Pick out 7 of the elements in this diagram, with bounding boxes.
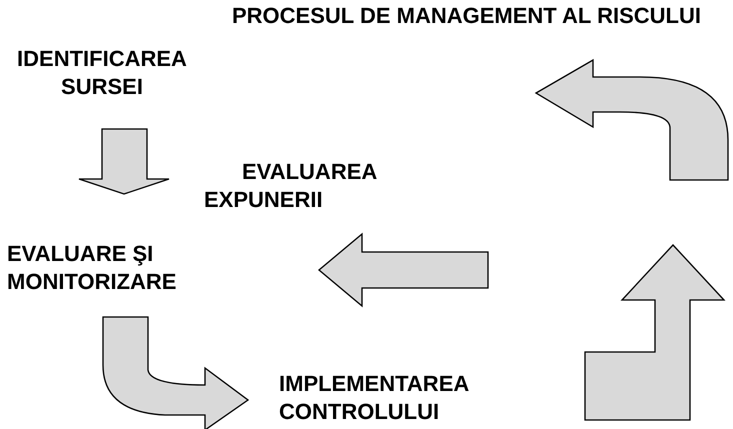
step-label: EVALUARE ŞI MONITORIZARE — [7, 240, 207, 296]
block-arrow — [78, 128, 170, 195]
step-label: EVALUAREA EXPUNERII — [204, 158, 404, 214]
step-label: IMPLEMENTAREA CONTROLULUI — [279, 370, 499, 426]
diagram-title: PROCESUL DE MANAGEMENT AL RISCULUI — [232, 2, 701, 30]
step-label: IDENTIFICAREA SURSEI — [6, 45, 198, 101]
block-arrow — [102, 316, 249, 429]
